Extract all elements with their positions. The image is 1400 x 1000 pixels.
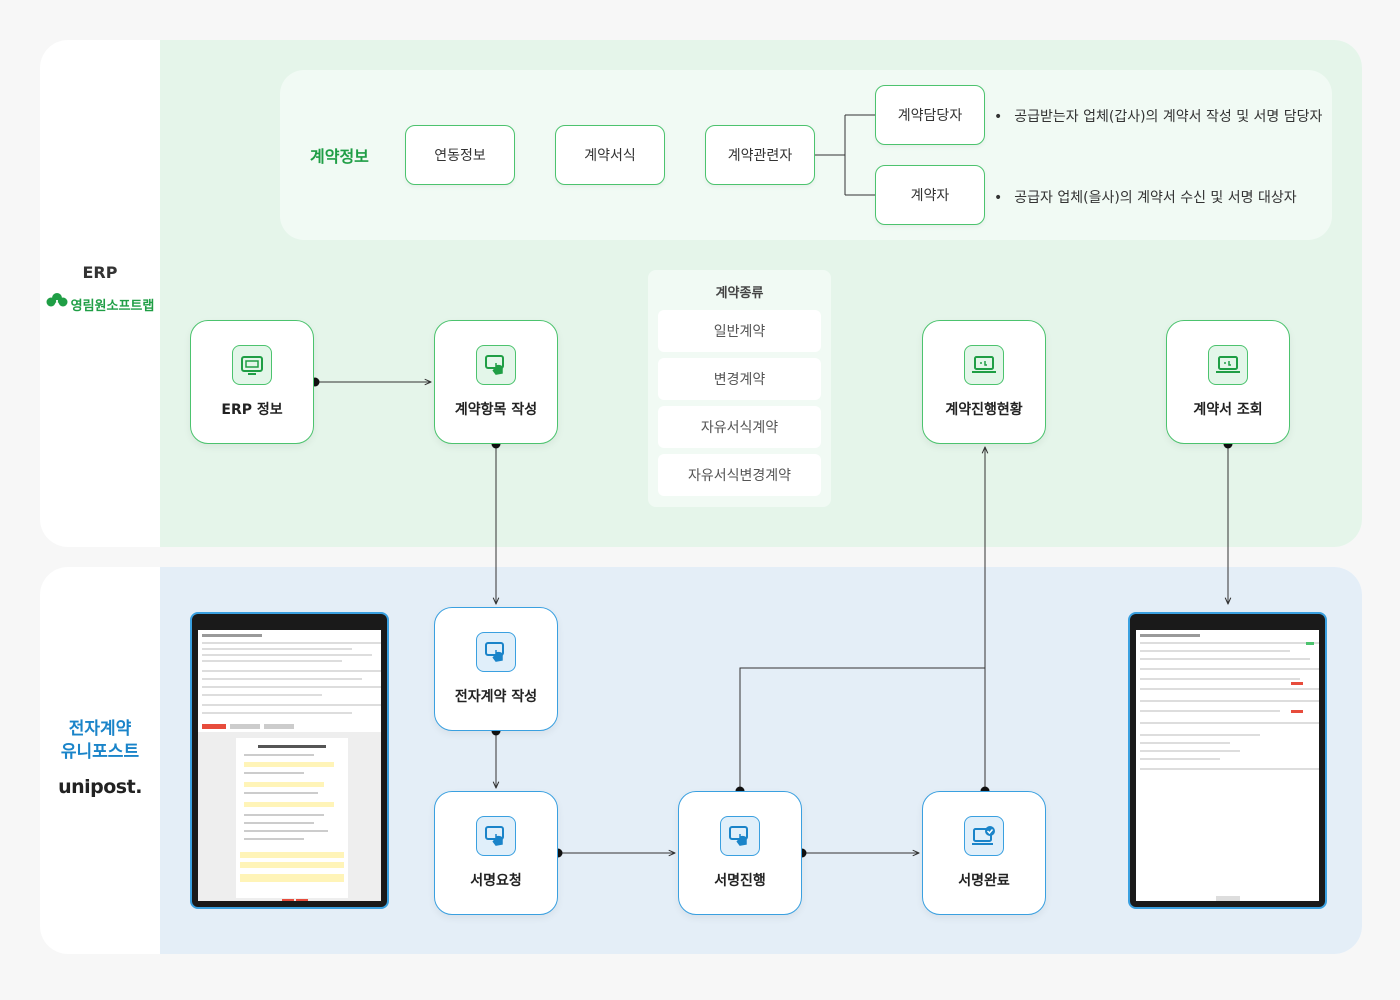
touch-hand-icon <box>476 345 516 385</box>
erp-label: ERP <box>82 263 118 282</box>
role-desc-manager: 공급받는자 업체(갑사)의 계약서 작성 및 서명 담당자 <box>994 106 1322 126</box>
type-free-form: 자유서식계약 <box>658 406 821 448</box>
pill-contract-form: 계약서식 <box>555 125 665 185</box>
touch-hand-icon <box>720 816 760 856</box>
node-sign-request: 서명요청 <box>434 791 558 915</box>
pill-link-info: 연동정보 <box>405 125 515 185</box>
monitor-icon <box>232 345 272 385</box>
touch-hand-icon <box>476 632 516 672</box>
node-e-write-label: 전자계약 작성 <box>454 689 538 705</box>
node-erp-info-label: ERP 정보 <box>221 402 283 418</box>
tablet-contract-editor-screen <box>198 622 381 901</box>
node-sign-done-label: 서명완료 <box>958 873 1010 889</box>
node-item-write-label: 계약항목 작성 <box>454 402 538 418</box>
laptop-check-icon <box>964 816 1004 856</box>
node-sign-done: 서명완료 <box>922 791 1046 915</box>
unipost-label-line1: 전자계약 <box>68 719 132 739</box>
node-inquiry: 계약서 조회 <box>1166 320 1290 444</box>
node-sign-progress-label: 서명진행 <box>714 873 766 889</box>
node-item-write: 계약항목 작성 <box>434 320 558 444</box>
role-desc-contractor: 공급자 업체(을사)의 계약서 수신 및 서명 대상자 <box>994 187 1296 207</box>
node-e-write: 전자계약 작성 <box>434 607 558 731</box>
tree-logo-icon <box>46 292 68 316</box>
laptop-icon <box>964 345 1004 385</box>
node-progress-label: 계약진행현황 <box>945 402 1023 418</box>
laptop-icon <box>1208 345 1248 385</box>
unipost-logo: unipost. <box>58 776 142 798</box>
node-sign-request-label: 서명요청 <box>470 873 522 889</box>
pill-contract-parties: 계약관련자 <box>705 125 815 185</box>
type-free-form-change: 자유서식변경계약 <box>658 454 821 496</box>
touch-hand-icon <box>476 816 516 856</box>
contract-info-heading: 계약정보 <box>310 147 369 166</box>
unipost-label: 전자계약 유니포스트 <box>40 718 160 764</box>
type-general: 일반계약 <box>658 310 821 352</box>
node-inquiry-label: 계약서 조회 <box>1193 402 1263 418</box>
tablet-contract-list-screen <box>1136 622 1319 901</box>
contract-types-title: 계약종류 <box>715 286 764 301</box>
tablet-contract-list <box>1128 612 1327 909</box>
node-erp-info: ERP 정보 <box>190 320 314 444</box>
contract-types-panel: 계약종류 일반계약 변경계약 자유서식계약 자유서식변경계약 <box>648 270 831 507</box>
pill-contractor: 계약자 <box>875 165 985 225</box>
erp-brand: 영림원소프트랩 <box>40 292 160 316</box>
erp-brand-name: 영림원소프트랩 <box>70 298 155 314</box>
pill-contract-manager: 계약담당자 <box>875 85 985 145</box>
node-progress: 계약진행현황 <box>922 320 1046 444</box>
node-sign-progress: 서명진행 <box>678 791 802 915</box>
unipost-label-line2: 유니포스트 <box>60 742 140 762</box>
tablet-contract-editor <box>190 612 389 909</box>
type-change: 변경계약 <box>658 358 821 400</box>
